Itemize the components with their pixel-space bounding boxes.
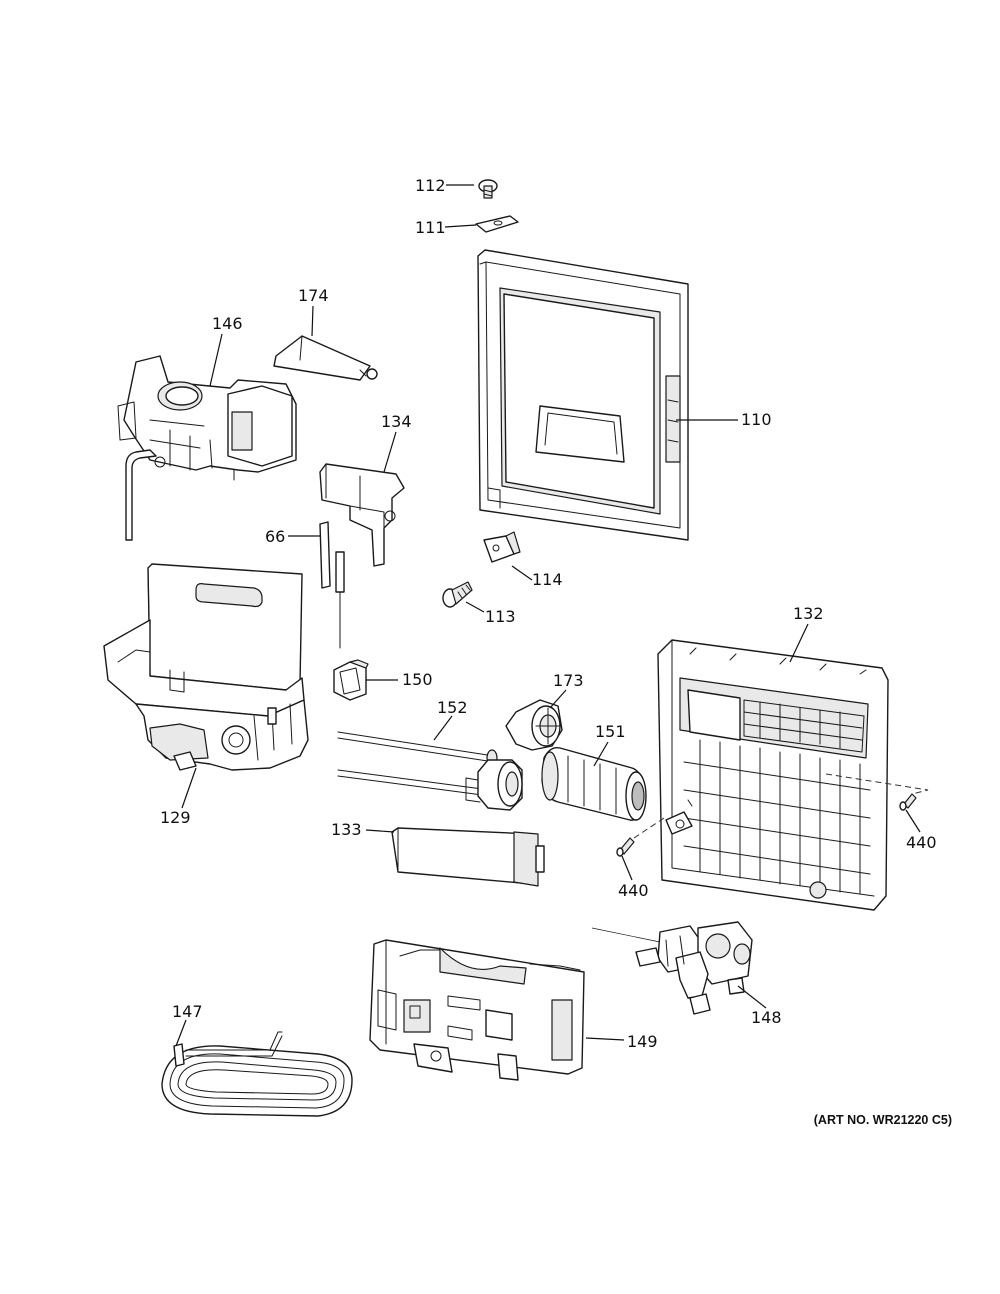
leader-111 (444, 224, 477, 228)
callout-149: 149 (627, 1032, 658, 1051)
art-number: (ART NO. WR21220 C5) (814, 1113, 952, 1127)
callout-134: 134 (381, 412, 412, 431)
callout-146: 146 (212, 314, 243, 333)
part-113-screw (442, 581, 473, 608)
leader-173 (549, 689, 567, 709)
screw-alignment-line-left (633, 817, 665, 839)
callout-112: 112 (415, 176, 446, 195)
leader-146 (209, 333, 223, 387)
leader-132 (789, 623, 809, 663)
callout-174: 174 (298, 286, 329, 305)
callout-111: 111 (415, 218, 446, 237)
callout-151: 151 (595, 722, 626, 741)
callout-440-right: 440 (906, 833, 937, 852)
part-440-screw-right (899, 793, 917, 811)
callout-114: 114 (532, 570, 563, 589)
part-146-ice-maker (117, 355, 297, 541)
leader-129 (181, 767, 197, 809)
part-440-screw-left (616, 837, 635, 857)
part-152-water-tubes (337, 731, 498, 797)
part-148-water-valve (591, 921, 753, 1015)
screw-alignment-line-right (825, 773, 929, 795)
part-filter-head (465, 759, 523, 811)
leader-151 (593, 741, 609, 767)
callout-147: 147 (172, 1002, 203, 1021)
leader-113 (465, 601, 485, 613)
part-111-hinge-plate (475, 215, 519, 233)
callout-173: 173 (553, 671, 584, 690)
leader-148 (737, 985, 767, 1009)
part-149-mounting-plate (369, 939, 585, 1081)
leader-149 (585, 1037, 625, 1041)
leader-152 (433, 715, 453, 741)
part-114-door-hinge (483, 531, 521, 563)
callout-150: 150 (402, 670, 433, 689)
leader-133 (365, 829, 395, 833)
part-66-rod-assembly (319, 521, 345, 649)
leader-440-left (621, 855, 633, 881)
part-173-filter-bypass-cap (505, 699, 563, 751)
leader-147 (175, 1019, 187, 1047)
leader-114 (511, 565, 533, 581)
leader-lines (175, 184, 921, 1047)
part-133-panel (391, 827, 545, 887)
callout-labels: 112 111 174 146 134 110 66 114 113 132 1… (160, 176, 937, 1051)
callout-113: 113 (485, 607, 516, 626)
part-150-clip (333, 659, 369, 701)
part-129-ice-bucket (103, 563, 309, 771)
callout-152: 152 (437, 698, 468, 717)
leader-440-right (905, 809, 921, 833)
part-112-screw (478, 179, 498, 199)
part-174-cover (273, 335, 378, 381)
leader-174 (311, 305, 314, 337)
callout-66: 66 (265, 527, 285, 546)
leader-134 (383, 431, 397, 473)
part-134-dispenser-bracket (319, 463, 405, 567)
callout-132: 132 (793, 604, 824, 623)
part-110-dispenser-door (477, 249, 689, 541)
part-132-dispenser-housing (657, 639, 889, 911)
callout-133: 133 (331, 820, 362, 839)
callout-148: 148 (751, 1008, 782, 1027)
callout-129: 129 (160, 808, 191, 827)
part-151-water-filter (541, 747, 647, 821)
part-147-tubing-coil (161, 1031, 353, 1117)
callout-110: 110 (741, 410, 772, 429)
callout-440-left: 440 (618, 881, 649, 900)
